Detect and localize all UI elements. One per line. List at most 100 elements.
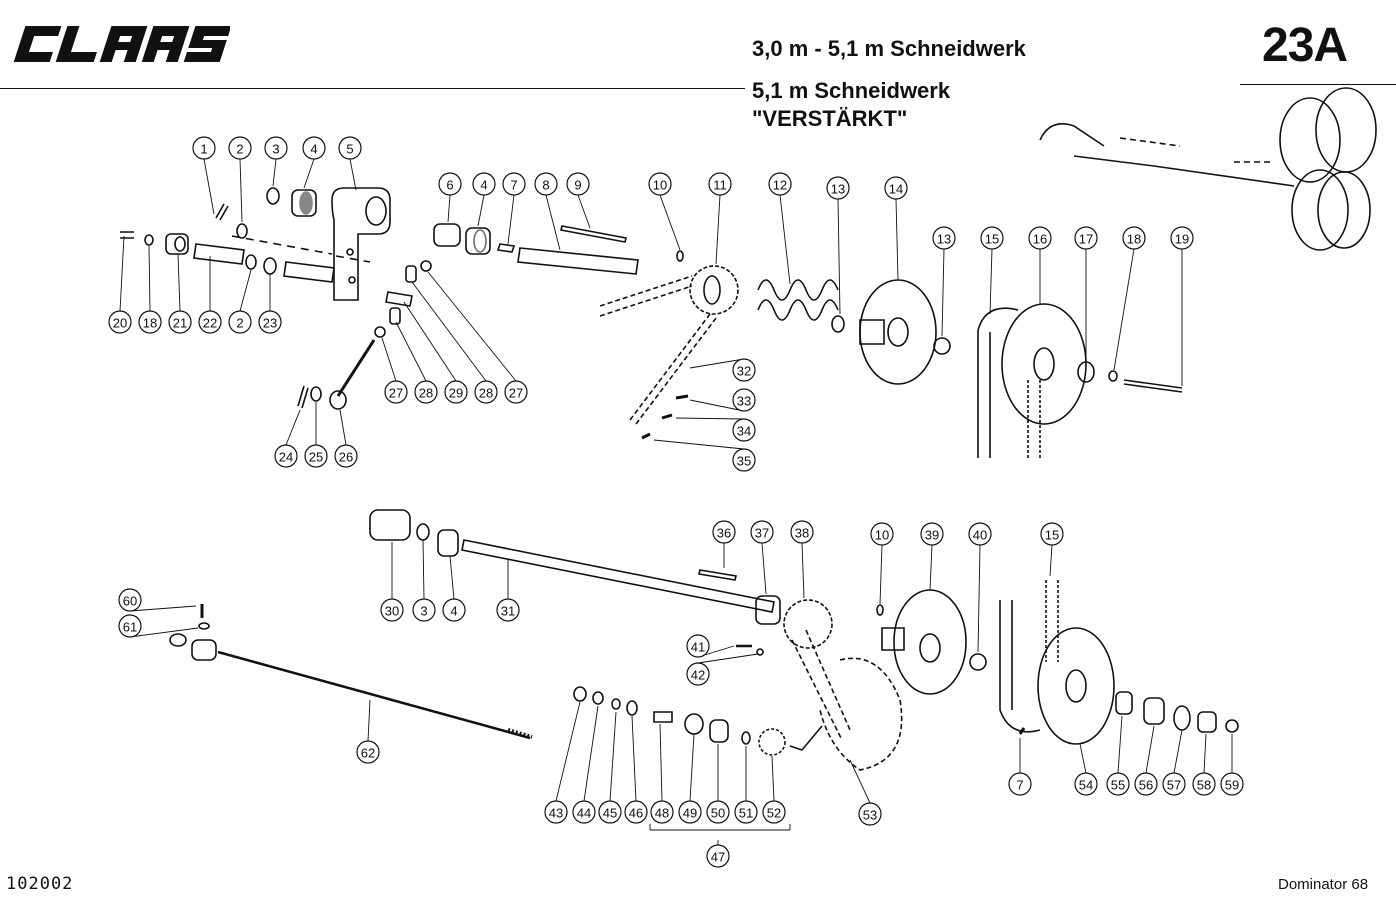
callout-leader-line	[879, 544, 883, 605]
callout-leader-line	[303, 158, 315, 189]
bushing-drawing	[369, 509, 411, 541]
sprocket-drawing	[783, 599, 833, 649]
callout-number: 27	[389, 386, 403, 401]
callout-circle	[1008, 772, 1032, 796]
callout-leader-line	[381, 337, 397, 382]
washer-drawing	[1108, 370, 1118, 382]
callout-29: 29	[444, 380, 468, 404]
callout-7: 7	[502, 172, 526, 196]
callout-50: 50	[706, 800, 730, 824]
callout-circle	[1192, 772, 1216, 796]
callout-number: 36	[717, 526, 731, 541]
chain-drawing	[791, 629, 903, 771]
callout-circle	[544, 800, 568, 824]
callout-leader-line	[577, 194, 591, 229]
callout-leader-line	[129, 627, 199, 638]
grease-nipple-drawing	[676, 250, 684, 262]
pin-drawing	[389, 307, 401, 325]
callout-number: 28	[479, 386, 493, 401]
callout-number: 34	[737, 424, 751, 439]
threaded-rod-drawing	[217, 650, 531, 740]
callout-number: 45	[603, 806, 617, 821]
callout-18: 18	[138, 310, 162, 334]
assembly-line	[231, 235, 371, 263]
callout-leader-line	[395, 321, 427, 382]
callout-48: 48	[650, 800, 674, 824]
washer-drawing	[144, 234, 154, 246]
callout-circle	[870, 522, 894, 546]
callout-circle	[264, 136, 288, 160]
washer-drawing	[626, 700, 638, 716]
sprocket-drawing	[758, 728, 786, 756]
group-bracket	[649, 824, 791, 831]
callout-number: 15	[1045, 528, 1059, 543]
callout-27: 27	[504, 380, 528, 404]
callout-number: 44	[577, 806, 591, 821]
bearing-drawing	[1143, 697, 1165, 725]
callout-4: 4	[472, 172, 496, 196]
callout-circle	[732, 448, 756, 472]
callout-circle	[302, 136, 326, 160]
callout-leader-line	[659, 723, 663, 802]
callout-number: 31	[501, 604, 515, 619]
main-shaft-drawing	[461, 539, 775, 613]
callout-leader-line	[555, 701, 581, 802]
callout-60: 60	[118, 588, 142, 612]
callout-15: 15	[1040, 522, 1064, 546]
callout-59: 59	[1220, 772, 1244, 796]
callout-47: 47	[706, 844, 730, 868]
rod-eye-drawing	[329, 390, 347, 410]
chain-drawing	[599, 275, 717, 425]
grease-nipple-drawing	[876, 604, 884, 616]
callout-number: 10	[875, 528, 889, 543]
rod-drawing	[336, 339, 376, 397]
callout-number: 3	[272, 142, 279, 157]
callout-circle	[920, 522, 944, 546]
callout-46: 46	[624, 800, 648, 824]
callout-circle	[118, 614, 142, 638]
callout-circle	[334, 444, 358, 468]
rod-end-drawing	[169, 633, 217, 661]
callout-circle	[1162, 772, 1186, 796]
callout-10: 10	[648, 172, 672, 196]
callout-leader-line	[895, 198, 899, 281]
callout-number: 13	[831, 182, 845, 197]
pulley-half-drawing	[859, 279, 937, 385]
bearing-drawing	[1197, 711, 1217, 733]
callout-circle	[258, 310, 282, 334]
callout-leader-line	[609, 711, 617, 802]
nut-drawing	[1225, 719, 1239, 733]
callout-circle	[474, 380, 498, 404]
callout-number: 41	[691, 640, 705, 655]
callout-19: 19	[1170, 226, 1194, 250]
callout-circle	[138, 310, 162, 334]
callout-circle	[750, 520, 774, 544]
callout-number: 21	[173, 316, 187, 331]
callout-number: 5	[346, 142, 353, 157]
callout-leader-line	[631, 715, 637, 802]
callout-circle	[1028, 226, 1052, 250]
callout-leader-line	[1145, 725, 1155, 774]
callout-number: 19	[1175, 232, 1189, 247]
callout-circle	[438, 172, 462, 196]
callout-number: 30	[385, 604, 399, 619]
callout-circle	[732, 388, 756, 412]
callout-number: 48	[655, 806, 669, 821]
nut-drawing	[374, 326, 386, 338]
callout-leader-line	[177, 253, 181, 312]
key-drawing	[496, 243, 516, 253]
callout-number: 2	[236, 142, 243, 157]
callout-12: 12	[768, 172, 792, 196]
callout-leader-line	[689, 733, 695, 802]
callout-circle	[712, 520, 736, 544]
claas-logo-graphic	[13, 26, 232, 62]
callout-leader-line	[583, 705, 599, 802]
callout-circle	[472, 172, 496, 196]
callout-27: 27	[384, 380, 408, 404]
callout-leader-line	[367, 699, 371, 742]
callout-9: 9	[566, 172, 590, 196]
bearing-drawing	[165, 233, 189, 255]
callout-number: 28	[419, 386, 433, 401]
bushing-drawing	[433, 223, 461, 247]
